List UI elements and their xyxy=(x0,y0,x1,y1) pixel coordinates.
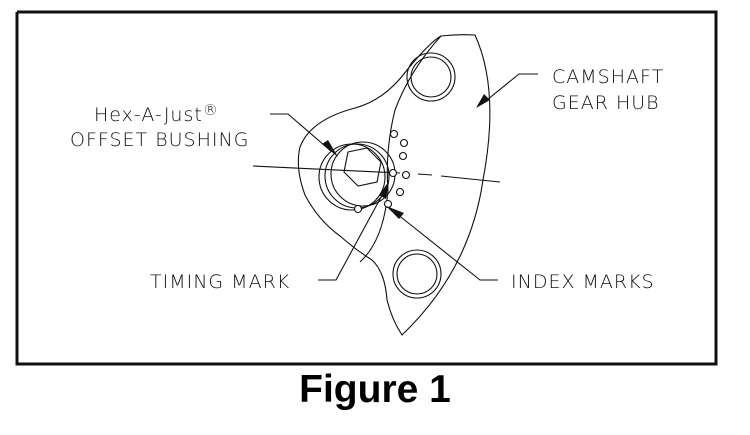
camshaft-gear-hub xyxy=(297,34,491,336)
centerline xyxy=(252,165,501,183)
figure-border xyxy=(15,10,718,366)
bolt-hole-lower xyxy=(392,249,442,299)
offset-bushing xyxy=(318,141,396,211)
hub-label-line2: GEAR HUB xyxy=(552,92,660,114)
leader-timing xyxy=(318,187,387,281)
arrow-bushing-icon xyxy=(322,140,338,157)
arrow-index-icon xyxy=(386,206,404,219)
arrow-timing-icon xyxy=(379,181,389,199)
hex-head-icon xyxy=(343,147,382,187)
bushing-label-line2: OFFSET BUSHING xyxy=(70,129,249,151)
bolt-hole-upper xyxy=(406,52,456,102)
hub-label-line1: CAMSHAFT xyxy=(552,66,664,88)
timing-mark-label: TIMING MARK xyxy=(150,271,290,293)
leader-hub xyxy=(481,73,538,105)
arrow-hub-icon xyxy=(476,94,490,108)
leader-bushing xyxy=(270,113,333,153)
index-marks xyxy=(353,129,411,214)
figure-caption: Figure 1 xyxy=(299,368,451,411)
index-marks-label: INDEX MARKS xyxy=(511,271,655,293)
leader-index xyxy=(391,209,498,281)
registered-mark: ® xyxy=(203,101,219,119)
bushing-label-line1: Hex-A-Just® xyxy=(94,101,219,126)
